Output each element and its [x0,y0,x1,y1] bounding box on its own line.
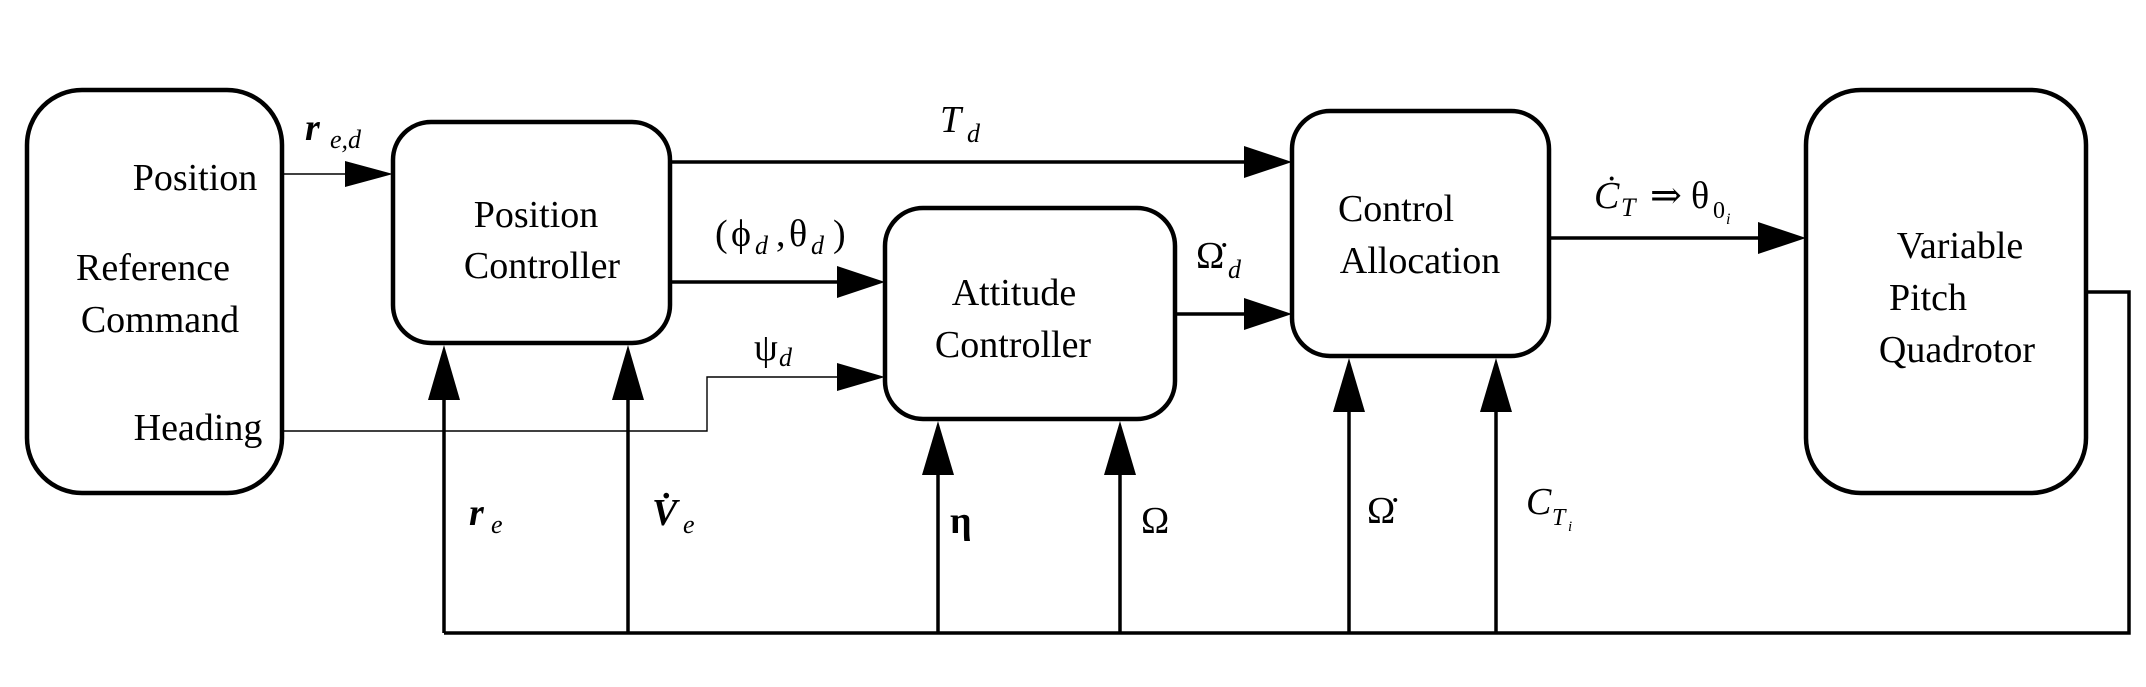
svg-text:d: d [811,231,825,260]
plant-line3: Quadrotor [1879,329,2036,371]
feedback-arrow-omega [1104,421,1136,633]
svg-text:d: d [967,119,981,148]
control-allocation-block: Control Allocation [1289,108,1552,359]
svg-text:η: η [950,500,972,542]
control-allocation-line2: Allocation [1340,240,1500,282]
svg-text:Ω̇: Ω̇ [1196,235,1227,277]
svg-text:V̇: V̇ [652,492,680,534]
label-omega: Ω [1141,500,1169,542]
feedback-arrow-eta [922,421,954,633]
svg-text:e: e [491,510,503,539]
svg-text:e,d: e,d [330,125,362,154]
label-T-d: T d [940,99,981,148]
svg-text:e: e [683,510,695,539]
label-psi-d: ψ d [754,327,793,372]
attitude-controller-line2: Controller [935,324,1092,366]
label-omega-dot-d: Ω̇ d [1196,235,1242,284]
attitude-controller-line1: Attitude [952,272,1077,314]
svg-text:Ω̇: Ω̇ [1367,490,1398,532]
arrow-psi-d [283,363,885,432]
label-phi-theta-d: ( ϕ d , θ d ) [715,213,846,260]
arrow-omega-dot-d [1175,298,1292,330]
label-v-dot-e: V̇ e [652,492,695,539]
label-eta: η [950,500,972,542]
position-controller-block: Position Controller [390,119,673,346]
reference-port-position-label: Position [133,157,258,199]
svg-text:θ: θ [789,213,807,255]
arrow-r-ed [283,161,393,187]
position-controller-line1: Position [474,194,599,236]
svg-text:,: , [776,213,786,255]
plant-line2: Pitch [1889,277,1967,319]
label-omega-dot: Ω̇ [1367,490,1398,532]
svg-text:Ċ: Ċ [1594,175,1620,217]
svg-text:(: ( [715,213,728,255]
svg-text:⇒: ⇒ [1650,175,1682,217]
svg-text:r: r [469,492,485,534]
svg-text:d: d [779,343,793,372]
label-r-ed: r e,d [305,107,362,154]
position-controller-line2: Controller [464,245,621,287]
reference-line1: Reference [76,247,230,289]
feedback-arrow-v-dot-e [612,345,644,633]
svg-text:0: 0 [1713,198,1725,224]
reference-command-block: Position Reference Command Heading [24,87,285,496]
feedback-bus [444,290,2131,635]
svg-text:): ) [833,213,846,255]
variable-pitch-quadrotor-block: Variable Pitch Quadrotor [1803,87,2089,496]
svg-text:ϕ: ϕ [731,213,751,255]
arrow-phi-theta-d [670,266,885,298]
control-allocation-line1: Control [1338,188,1454,230]
svg-text:T: T [1552,505,1567,531]
label-ct-theta: Ċ T ⇒ θ 0 i [1594,175,1730,228]
svg-text:C: C [1526,481,1552,523]
svg-text:i: i [1726,211,1730,228]
plant-line1: Variable [1897,225,2024,267]
attitude-controller-block: Attitude Controller [882,205,1178,422]
svg-text:T: T [1621,193,1637,222]
label-c-ti: C T i [1526,481,1572,535]
svg-text:d: d [755,231,769,260]
feedback-arrow-c-ti [1480,358,1512,633]
label-r-e: r e [469,492,503,539]
svg-text:i: i [1568,519,1572,535]
svg-text:ψ: ψ [754,327,778,369]
svg-text:d: d [1228,255,1242,284]
arrow-T-d [670,146,1292,178]
svg-text:T: T [940,99,964,141]
svg-text:r: r [305,107,321,149]
feedback-arrow-r-e [428,345,460,633]
svg-text:Ω: Ω [1141,500,1169,542]
feedback-arrow-omega-dot [1333,358,1365,633]
arrow-ct-theta [1549,222,1806,254]
reference-line2: Command [81,299,239,341]
reference-port-heading-label: Heading [134,407,263,449]
svg-text:θ: θ [1691,175,1709,217]
